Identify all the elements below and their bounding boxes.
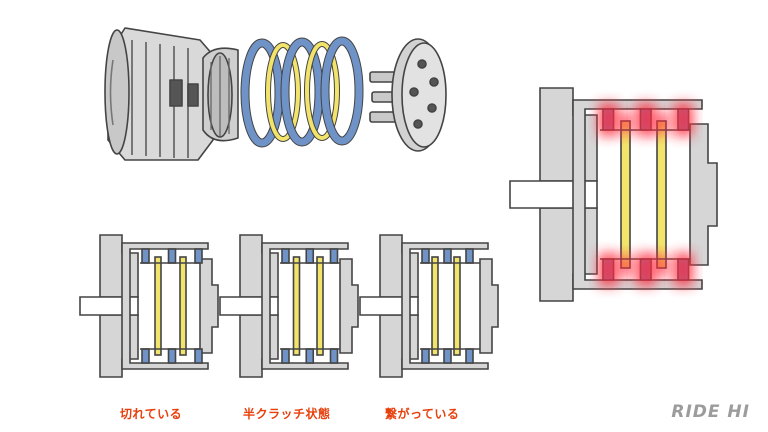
basket-wall — [261, 242, 349, 370]
clutch-exploded-view — [104, 27, 447, 161]
basket-wall — [121, 242, 209, 370]
cross-section — [219, 234, 359, 378]
steel-plate-tab — [281, 348, 290, 364]
heat-glow — [636, 103, 656, 136]
cross-section — [359, 234, 499, 378]
steel-plate-tab — [141, 348, 150, 364]
steel-plate-tab — [194, 348, 203, 364]
clutch-plates — [240, 36, 364, 148]
clutch-basket-icon — [104, 27, 214, 161]
steel-plate-tab — [305, 348, 315, 364]
heat-glow — [673, 253, 693, 286]
steel-plate-tab — [465, 248, 474, 264]
heat-glow — [598, 103, 618, 136]
ride-hi-logo: RIDE HI — [671, 402, 750, 422]
pressure-plate — [479, 258, 499, 354]
steel-plate-tab — [329, 248, 339, 264]
steel-plate-tab — [465, 348, 474, 364]
steel-plate-tab — [421, 348, 430, 364]
steel-plate-tab — [329, 348, 339, 364]
friction-plate — [179, 256, 187, 356]
friction-plate — [316, 256, 324, 356]
clutch-hub-icon — [202, 47, 239, 142]
cross-section — [509, 87, 718, 302]
label-half-clutch: 半クラッチ状態 — [243, 407, 331, 421]
large-cross-section — [509, 87, 718, 302]
basket-wall — [401, 242, 489, 370]
label-engaged: 繋がっている — [385, 407, 460, 421]
friction-plate — [154, 256, 162, 356]
cross-section — [79, 234, 219, 378]
heat-glow — [673, 103, 693, 136]
heat-glow — [654, 112, 669, 133]
steel-plate-tab — [167, 348, 177, 364]
steel-plate-tab — [281, 248, 290, 264]
heat-glow — [654, 256, 669, 277]
friction-plate — [292, 256, 301, 356]
steel-plate-tab — [141, 248, 150, 264]
steel-plate-tab — [443, 248, 452, 264]
steel-plate-tab — [194, 248, 203, 264]
pressure-plate — [199, 258, 219, 354]
steel-plate-tab — [443, 348, 452, 364]
steel-plate-tab — [421, 248, 430, 264]
heat-glow — [618, 256, 633, 277]
heat-glow — [636, 253, 656, 286]
friction-plate — [656, 120, 667, 269]
friction-plate — [620, 120, 631, 269]
steel-plate-tab — [167, 248, 177, 264]
steel-plate-tab — [305, 248, 315, 264]
friction-plate — [431, 256, 439, 356]
heat-glow — [618, 112, 633, 133]
label-disengaged: 切れている — [120, 407, 183, 421]
heat-glow — [598, 253, 618, 286]
pressure-plate — [339, 258, 359, 354]
friction-plate — [453, 256, 461, 356]
basket-wall — [572, 99, 703, 290]
pressure-plate — [689, 123, 718, 266]
pressure-plate-icon — [391, 38, 447, 152]
